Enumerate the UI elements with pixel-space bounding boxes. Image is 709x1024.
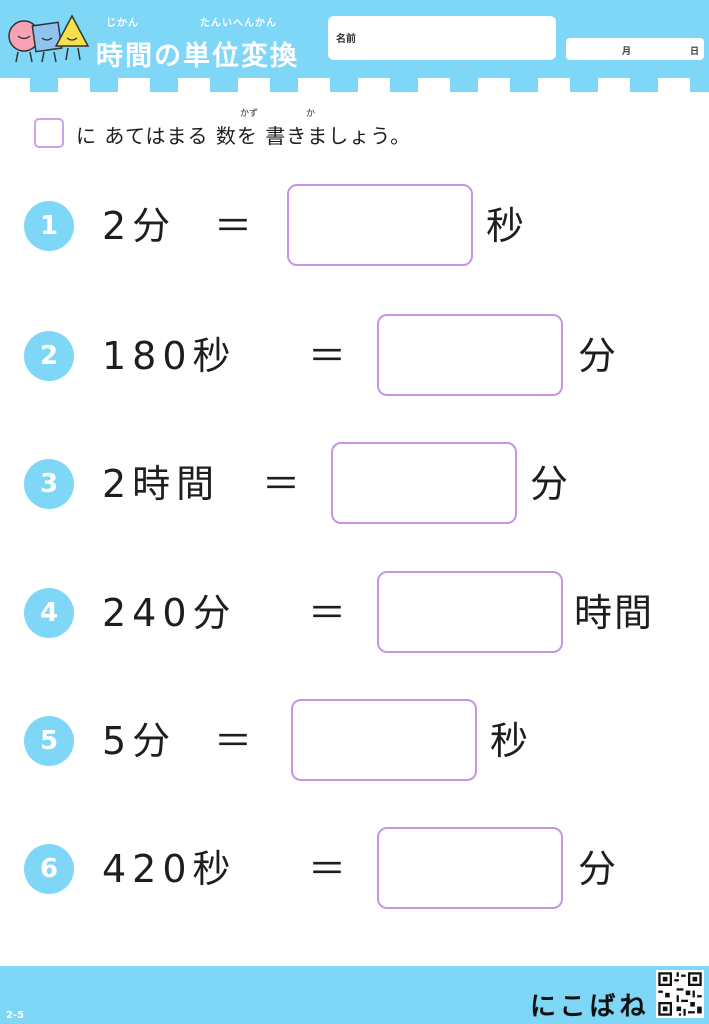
header-crenel bbox=[30, 78, 58, 92]
header-crenel bbox=[630, 78, 658, 92]
problem-expression: 2時間 bbox=[102, 462, 221, 506]
name-label: 名前 bbox=[336, 34, 356, 45]
header-crenel bbox=[570, 78, 598, 92]
problem-1: 1 2分 ＝ 秒 bbox=[0, 184, 709, 274]
problem-expression: 420秒 bbox=[102, 847, 237, 891]
worksheet-footer: 2-5 にこばね bbox=[0, 966, 709, 1024]
problem-expression: 2分 bbox=[102, 204, 177, 248]
instruction: かず か に あてはまる 数を 書きましょう。 bbox=[34, 106, 534, 152]
equals-sign: ＝ bbox=[214, 719, 253, 763]
answer-unit: 分 bbox=[578, 847, 619, 891]
month-label: 月 bbox=[622, 47, 632, 57]
equals-sign: ＝ bbox=[308, 591, 347, 635]
shape-mascots-icon bbox=[8, 14, 90, 63]
ruby-ka: か bbox=[306, 109, 316, 119]
problem-2: 2 180秒 ＝ 分 bbox=[0, 314, 709, 404]
qr-code-icon bbox=[656, 970, 704, 1018]
brand-logo: にこばね bbox=[530, 992, 650, 1022]
answer-unit: 分 bbox=[530, 462, 571, 506]
page-title: 時間の単位変換 bbox=[96, 41, 299, 72]
answer-box[interactable] bbox=[291, 699, 477, 781]
header-crenel bbox=[330, 78, 358, 92]
problem-number-badge: 6 bbox=[24, 844, 74, 894]
instruction-blank-box bbox=[34, 118, 64, 148]
answer-unit: 秒 bbox=[486, 204, 527, 248]
day-label: 日 bbox=[690, 47, 700, 57]
header-crenel bbox=[390, 78, 418, 92]
instruction-text: に あてはまる 数を 書きましょう。 bbox=[76, 124, 412, 148]
answer-box[interactable] bbox=[377, 571, 563, 653]
answer-unit: 分 bbox=[578, 334, 619, 378]
answer-box[interactable] bbox=[331, 442, 517, 524]
ruby-kazu: かず bbox=[240, 109, 259, 119]
header-crenel bbox=[690, 78, 709, 92]
title-block: じかん たんいへんかん 時間の単位変換 bbox=[92, 8, 322, 72]
answer-box[interactable] bbox=[377, 314, 563, 396]
header-crenel bbox=[270, 78, 298, 92]
equals-sign: ＝ bbox=[214, 204, 253, 248]
date-field[interactable]: 月 日 bbox=[566, 38, 704, 60]
problem-5: 5 5分 ＝ 秒 bbox=[0, 699, 709, 789]
header-crenel bbox=[150, 78, 178, 92]
equals-sign: ＝ bbox=[308, 847, 347, 891]
answer-unit: 時間 bbox=[574, 591, 655, 635]
answer-unit: 秒 bbox=[490, 719, 531, 763]
problem-6: 6 420秒 ＝ 分 bbox=[0, 827, 709, 917]
problem-number-badge: 3 bbox=[24, 459, 74, 509]
problem-number-badge: 5 bbox=[24, 716, 74, 766]
title-ruby-jikan: じかん bbox=[106, 18, 139, 29]
problem-expression: 240分 bbox=[102, 591, 237, 635]
problem-number-badge: 2 bbox=[24, 331, 74, 381]
title-ruby-tanihenkan: たんいへんかん bbox=[200, 18, 277, 29]
problem-number-badge: 4 bbox=[24, 588, 74, 638]
problem-number-badge: 1 bbox=[24, 201, 74, 251]
header-crenel bbox=[90, 78, 118, 92]
answer-box[interactable] bbox=[377, 827, 563, 909]
header-crenel bbox=[210, 78, 238, 92]
problem-3: 3 2時間 ＝ 分 bbox=[0, 442, 709, 532]
equals-sign: ＝ bbox=[262, 462, 301, 506]
equals-sign: ＝ bbox=[308, 334, 347, 378]
problem-expression: 180秒 bbox=[102, 334, 237, 378]
problem-expression: 5分 bbox=[102, 719, 177, 763]
problem-4: 4 240分 ＝ 時間 bbox=[0, 571, 709, 661]
header-crenel bbox=[450, 78, 478, 92]
answer-box[interactable] bbox=[287, 184, 473, 266]
page-code: 2-5 bbox=[6, 1010, 25, 1021]
worksheet-header: じかん たんいへんかん 時間の単位変換 名前 月 日 bbox=[0, 0, 709, 92]
name-field[interactable]: 名前 bbox=[328, 16, 556, 60]
header-crenel bbox=[510, 78, 538, 92]
